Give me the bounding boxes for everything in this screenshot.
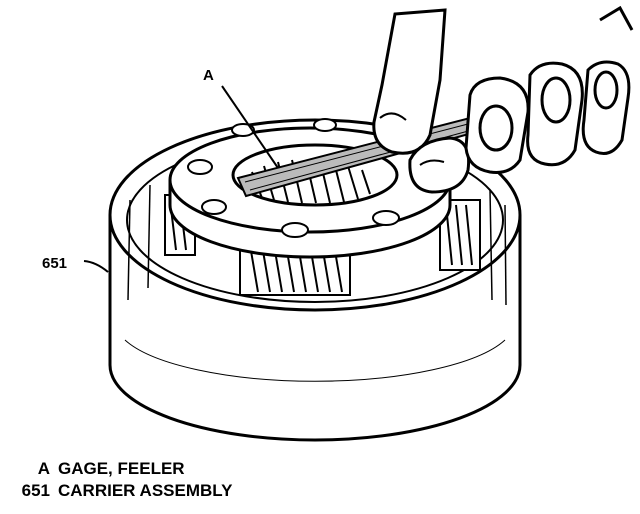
legend-text: CARRIER ASSEMBLY xyxy=(58,481,233,500)
callout-A: A xyxy=(203,67,214,84)
leader-A xyxy=(221,85,279,169)
legend-text: GAGE, FEELER xyxy=(58,459,185,478)
legend-row-a: A GAGE, FEELER xyxy=(6,458,232,480)
legend: A GAGE, FEELER 651 CARRIER ASSEMBLY xyxy=(6,458,233,502)
legend-key: 651 xyxy=(21,481,50,500)
leader-651 xyxy=(83,260,109,273)
hand-fingers xyxy=(372,5,634,194)
callout-651: 651 xyxy=(42,255,67,272)
legend-key: A xyxy=(37,459,50,478)
drum-rim-detail xyxy=(124,184,507,382)
callout-leaders xyxy=(83,85,279,273)
legend-row-651: 651 CARRIER ASSEMBLY xyxy=(6,480,233,502)
